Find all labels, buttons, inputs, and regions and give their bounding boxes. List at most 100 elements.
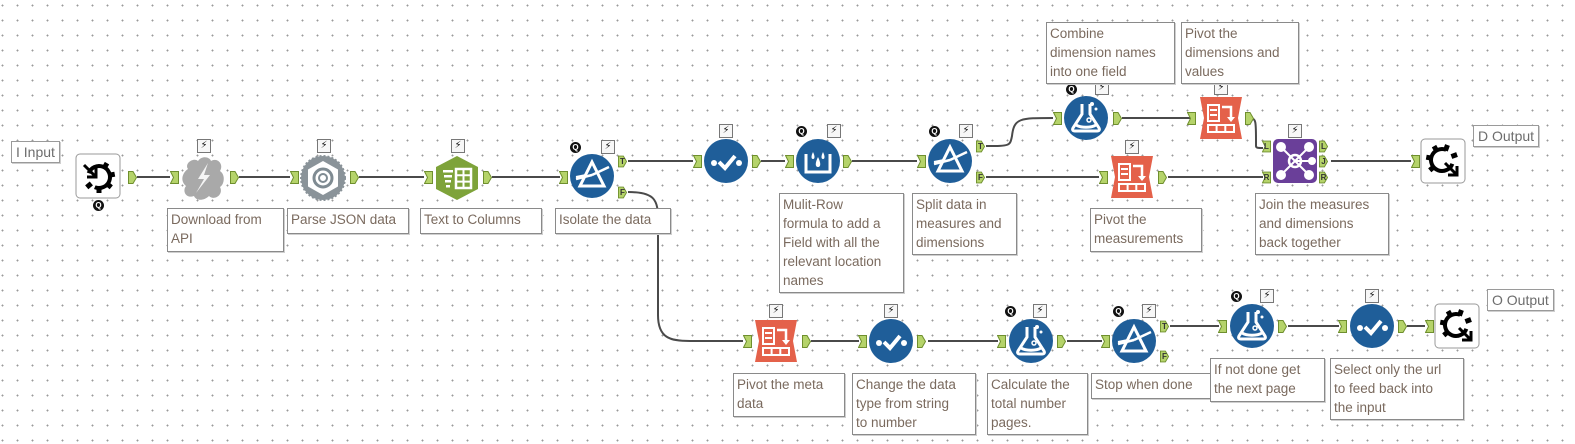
output-anchor[interactable] [1398, 320, 1407, 333]
output-anchor[interactable] [917, 335, 926, 348]
input-anchor[interactable] [1101, 335, 1110, 348]
bolt-badge: ⚡ [1365, 289, 1379, 303]
cross-tab-icon [1200, 97, 1242, 139]
anchor-letter: F [620, 188, 625, 197]
formula-tool-next-page[interactable] [1229, 303, 1275, 349]
true-anchor[interactable]: T [618, 155, 628, 168]
filter-tool-split[interactable] [927, 138, 973, 184]
anchor-shape [1160, 350, 1169, 363]
anchor-shape [230, 171, 239, 184]
join-tool[interactable] [1272, 138, 1318, 184]
multi-row-formula-tool[interactable] [795, 138, 841, 184]
multi-row-formula-icon [796, 139, 840, 183]
bolt-badge: ⚡ [769, 304, 783, 318]
input-anchor[interactable] [1411, 155, 1420, 168]
anchor-shape [483, 171, 492, 184]
anchor-shape [559, 171, 568, 184]
json-parse-tool[interactable] [300, 155, 346, 201]
cross-tab-tool-dimensions[interactable] [1198, 95, 1244, 141]
input-anchor[interactable] [424, 171, 433, 184]
anchor-letter: L [1321, 142, 1326, 151]
macro-output-tool-d[interactable] [1420, 138, 1466, 184]
bolt-badge: ⚡ [1033, 304, 1047, 318]
anchor-shape [843, 155, 852, 168]
true-anchor[interactable]: T [1160, 320, 1170, 333]
text-to-columns-tool[interactable] [434, 155, 480, 201]
anchor-shape [1099, 171, 1108, 184]
anchor-letter: F [1162, 352, 1167, 361]
output-anchor[interactable] [1245, 112, 1254, 125]
filter-icon [928, 139, 972, 183]
bolt-badge: ⚡ [1260, 289, 1274, 303]
wire-crosstab1-join[interactable] [1249, 117, 1264, 149]
json-parse-icon [300, 155, 346, 201]
input-anchor[interactable] [997, 335, 1006, 348]
select-tool[interactable] [703, 138, 749, 184]
left-input-anchor[interactable]: L [1262, 140, 1272, 153]
select-tool-url[interactable] [1349, 303, 1395, 349]
input-anchor[interactable] [1187, 112, 1196, 125]
input-anchor[interactable] [917, 155, 926, 168]
formula-tool-total-pages[interactable] [1008, 318, 1054, 364]
macro-input-tool[interactable] [75, 153, 121, 199]
output-anchor[interactable] [128, 171, 137, 184]
output-anchor[interactable] [230, 171, 239, 184]
anchor-letter: T [978, 142, 983, 151]
bolt-badge: ⚡ [317, 139, 331, 153]
bolt-badge: ⚡ [827, 124, 841, 138]
anchor-shape [693, 155, 702, 168]
input-anchor[interactable] [1338, 320, 1347, 333]
input-anchor[interactable] [559, 171, 568, 184]
right-output-anchor[interactable]: R [1319, 171, 1329, 184]
input-anchor[interactable] [693, 155, 702, 168]
output-anchor[interactable] [1278, 320, 1287, 333]
output-anchor[interactable] [752, 155, 761, 168]
anchor-shape [752, 155, 761, 168]
join-output-anchor[interactable]: J [1319, 155, 1329, 168]
input-anchor[interactable] [785, 155, 794, 168]
anchor-shape [1113, 112, 1122, 125]
anchor-letter: R [1263, 173, 1270, 182]
output-anchor[interactable] [1158, 171, 1167, 184]
input-anchor[interactable] [1425, 320, 1434, 333]
filter-tool-isolate[interactable] [569, 153, 615, 199]
cross-tab-tool-meta[interactable] [753, 318, 799, 364]
anchor-shape [424, 171, 433, 184]
left-output-anchor[interactable]: L [1319, 140, 1329, 153]
wire-filter1-crosstab3[interactable] [627, 191, 743, 342]
filter-tool-stop[interactable] [1111, 318, 1157, 364]
input-anchor[interactable] [1099, 171, 1108, 184]
anchor-shape [1101, 335, 1110, 348]
anchor-shape [1160, 320, 1169, 333]
bolt-badge: ⚡ [451, 139, 465, 153]
formula-tool-combine[interactable] [1063, 95, 1109, 141]
output-anchor[interactable] [1113, 112, 1122, 125]
output-anchor[interactable] [802, 335, 811, 348]
false-anchor[interactable]: F [976, 171, 986, 184]
annotation-isolate: Isolate the data [555, 208, 671, 234]
macro-output-tool-o[interactable] [1434, 303, 1480, 349]
input-anchor[interactable] [743, 335, 752, 348]
input-anchor[interactable] [858, 335, 867, 348]
output-anchor[interactable] [483, 171, 492, 184]
output-anchor[interactable] [843, 155, 852, 168]
false-anchor[interactable]: F [1160, 350, 1170, 363]
input-anchor[interactable] [1218, 320, 1227, 333]
input-anchor[interactable] [170, 171, 179, 184]
select-tool-datatype[interactable] [868, 318, 914, 364]
download-tool[interactable] [180, 155, 226, 201]
select-icon [704, 139, 748, 183]
q-badge: Q [1005, 306, 1016, 317]
wire-filter2-formula1[interactable] [985, 117, 1054, 147]
input-anchor[interactable] [290, 171, 299, 184]
output-anchor[interactable] [1057, 335, 1066, 348]
right-input-anchor[interactable]: R [1262, 171, 1272, 184]
input-anchor[interactable] [1053, 112, 1062, 125]
anchor-shape [1278, 320, 1287, 333]
output-anchor[interactable] [350, 171, 359, 184]
formula-icon [1230, 304, 1274, 348]
anchor-shape [976, 171, 985, 184]
false-anchor[interactable]: F [618, 186, 628, 199]
cross-tab-tool-measurements[interactable] [1109, 154, 1155, 200]
true-anchor[interactable]: T [976, 140, 986, 153]
